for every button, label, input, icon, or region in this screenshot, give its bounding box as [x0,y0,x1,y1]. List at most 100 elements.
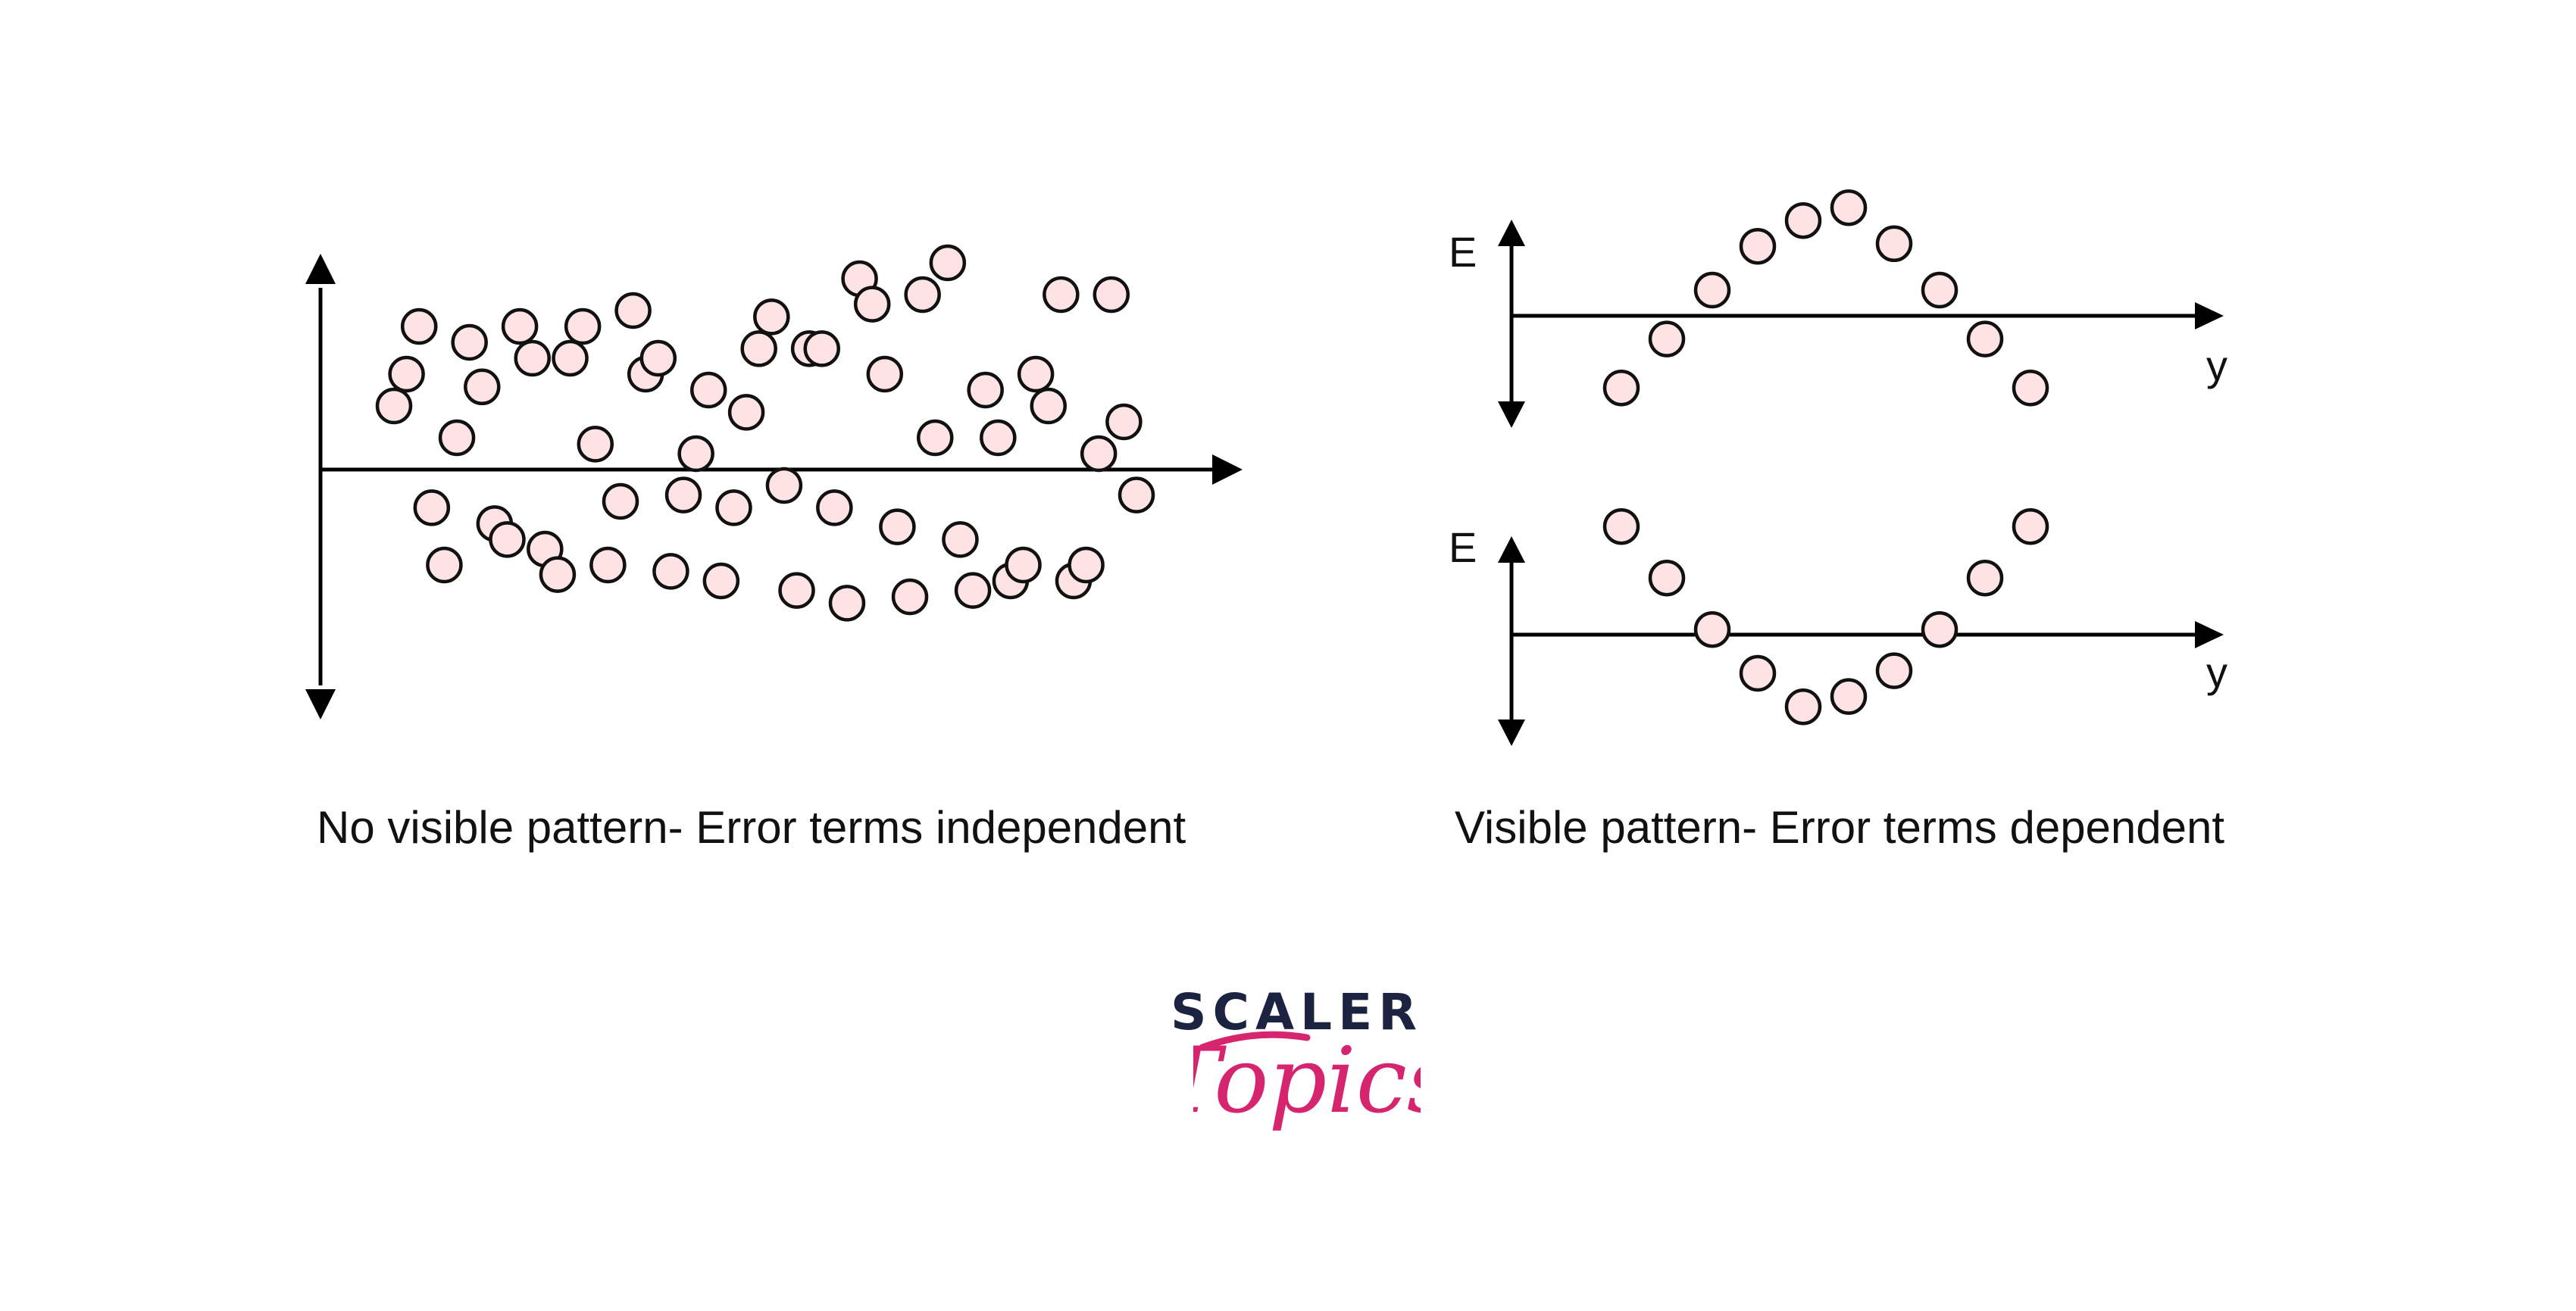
bottom-right-x-axis-label: y [2206,648,2227,696]
left-scatter-point [929,244,967,282]
left-scatter-point [388,355,425,393]
left-scatter-point [489,521,526,558]
left-x-axis-arrow [1212,454,1243,485]
left-scatter-point [942,521,979,558]
left-scatter-point [1068,546,1105,584]
left-scatter-point [464,368,501,406]
left-y-axis-arrow-down [305,689,336,719]
left-scatter-point [702,562,740,600]
left-scatter-point [514,339,551,377]
top-right-x-axis-label: y [2206,342,2227,389]
logo-scaler-text: SCALER [1171,983,1424,1041]
left-scatter-point [740,330,777,367]
left-scatter-point [904,276,941,314]
left-scatter-point [853,286,891,323]
left-scatter-point [639,339,677,377]
left-scatter-point [866,355,904,393]
left-scatter-point [375,387,413,425]
bottom-right-point [1648,559,1686,597]
left-scatter-point [828,585,866,622]
left-scatter-point [816,489,853,526]
bottom-right-point [1830,678,1868,715]
left-scatter-point [1005,546,1042,584]
left-scatter-point [426,546,463,584]
left-scatter-point [552,339,589,377]
left-scatter-point [1105,403,1143,441]
top-right-point [1739,227,1777,265]
top-right-y-axis-label: E [1449,228,1477,276]
left-scatter-point [564,307,602,345]
bottom-right-y-axis-arrow-up [1498,536,1525,563]
left-scatter-point [413,489,451,526]
left-scatter-point [589,546,627,584]
left-scatter-point [778,572,815,609]
bottom-right-point [1784,688,1822,726]
top-right-plot [1498,189,2224,428]
left-scatter-point [677,435,714,473]
left-scatter-point [501,307,539,345]
left-scatter-point [753,298,790,336]
left-y-axis-arrow-up [305,254,336,284]
left-scatter-point [980,419,1017,457]
left-points [375,244,1155,622]
top-right-point [1602,369,1640,407]
left-scatter-point [727,394,765,431]
bottom-right-point [1875,652,1913,689]
logo-topics-text: Topics [1193,1029,1421,1134]
left-scatter-point [539,556,577,593]
top-right-x-axis-arrow [2195,302,2224,329]
top-right-point [1784,201,1822,239]
left-scatter-point [451,323,488,361]
left-scatter-point [652,553,689,590]
top-right-point [1966,320,2004,357]
left-scatter-point [765,467,803,504]
left-scatter-point [1118,476,1155,513]
top-right-y-axis-arrow-down [1498,401,1525,428]
left-scatter-point [1080,435,1118,473]
bottom-right-point [1602,507,1640,545]
left-scatter-point [1093,276,1130,314]
left-caption: No visible pattern- Error terms independ… [317,802,1186,853]
left-scatter-point [400,307,438,345]
bottom-right-y-axis-arrow-down [1498,719,1525,746]
bottom-right-point [1739,654,1777,692]
top-right-point [1921,271,1959,309]
left-scatter-point [1030,387,1067,425]
left-scatter-point [614,292,652,329]
top-right-points [1602,189,2049,407]
top-right-point [2012,369,2049,407]
left-scatter-point [577,426,614,463]
top-right-y-axis-arrow-up [1498,220,1525,246]
left-scatter-point [690,371,727,409]
top-right-point [1693,271,1731,309]
left-scatter-point [1043,276,1080,314]
left-scatter-point [803,330,840,367]
left-scatter-point [954,572,992,609]
bottom-right-points [1602,507,2049,726]
left-plot [305,244,1243,719]
logo-topics-wordmark: Topics [1193,1029,1421,1134]
right-caption: Visible pattern- Error terms dependent [1455,802,2225,853]
left-scatter-point [438,419,476,457]
bottom-right-point [1693,610,1731,648]
left-scatter-point [879,508,916,545]
bottom-right-x-axis-arrow [2195,621,2224,648]
left-scatter-point [967,371,1004,409]
bottom-right-point [1966,559,2004,597]
bottom-right-point [1921,610,1959,648]
bottom-right-y-axis-label: E [1449,523,1477,571]
left-scatter-point [916,419,954,457]
bottom-right-point [2012,507,2049,545]
left-scatter-point [664,476,702,513]
top-right-point [1830,189,1868,226]
bottom-right-plot [1498,507,2224,746]
left-scatter-point [602,482,639,520]
top-right-point [1648,320,1686,357]
left-scatter-point [715,489,752,526]
logo-swoosh [1199,1031,1311,1051]
left-scatter-point [891,578,929,616]
top-right-point [1875,225,1913,263]
left-scatter-point [1017,355,1055,393]
